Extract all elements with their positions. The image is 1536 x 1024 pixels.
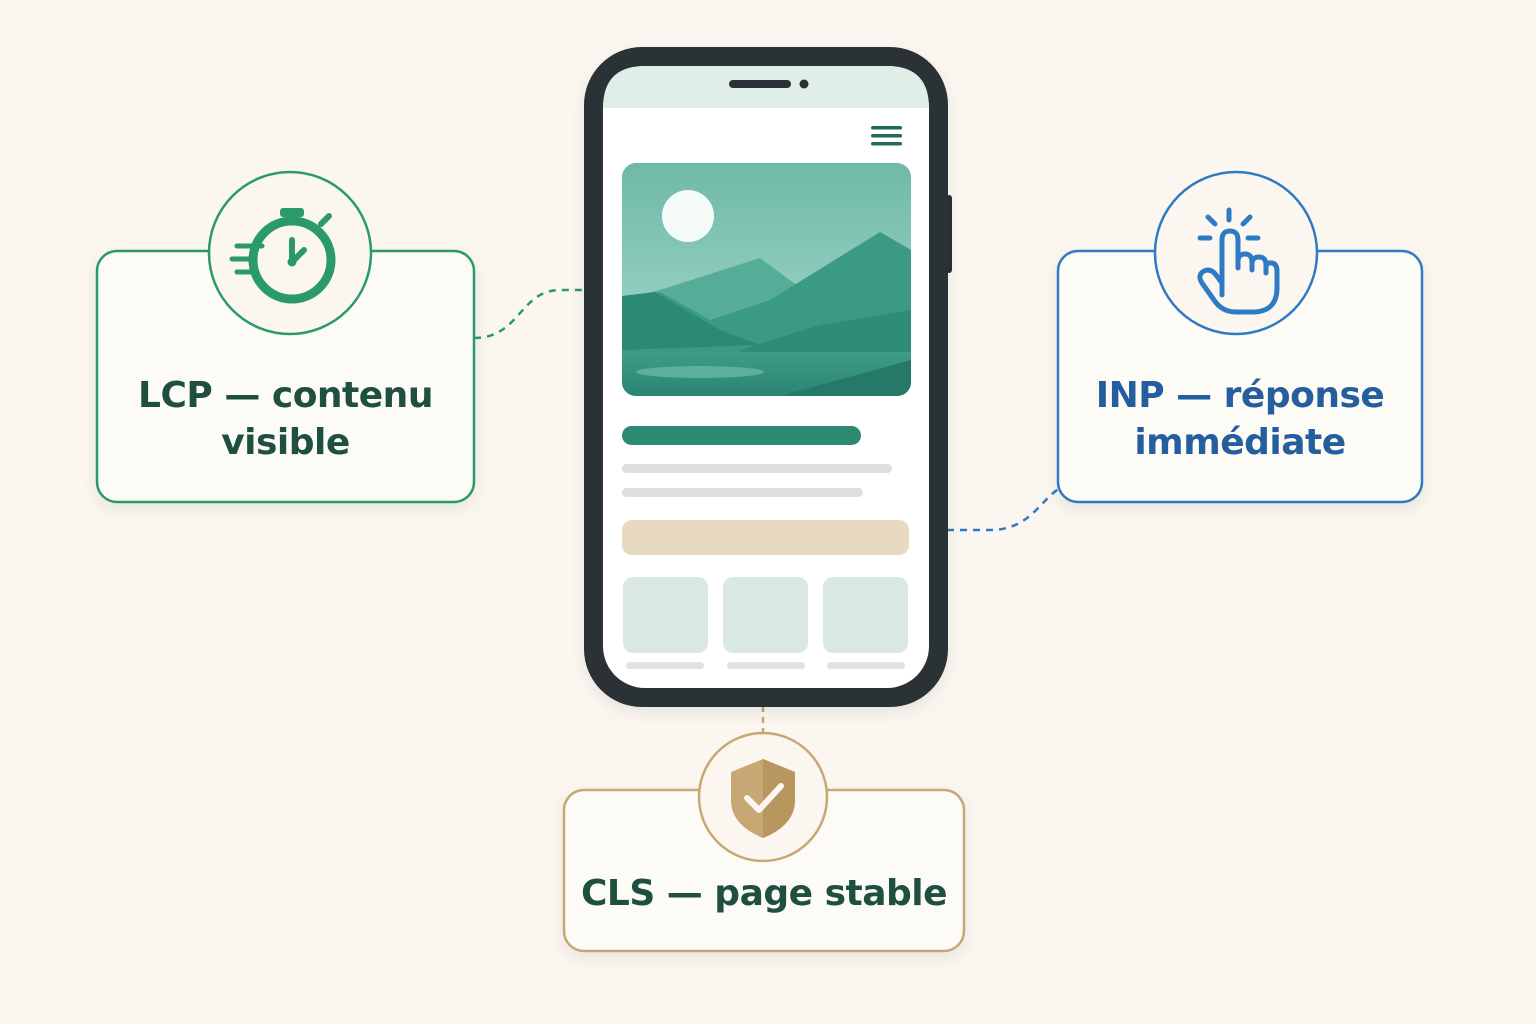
tap-hand-icon [1197, 207, 1280, 315]
phone-speaker [729, 80, 791, 88]
stopwatch-icon [229, 208, 336, 304]
lcp-card [95, 170, 476, 504]
content-banner [622, 520, 909, 555]
shield-check-icon [731, 759, 795, 838]
content-title-bar [622, 426, 861, 445]
smartphone [584, 47, 952, 707]
content-tile [823, 577, 908, 653]
content-text-line [622, 488, 863, 497]
mountain-landscape-image [622, 163, 911, 396]
tile-caption-line [827, 662, 905, 669]
content-text-line [622, 464, 892, 473]
hamburger-menu-icon[interactable] [871, 126, 902, 146]
content-tile [723, 577, 808, 653]
inp-label-line2: immédiate [1134, 422, 1346, 463]
tile-caption-line [626, 662, 704, 669]
cls-label: CLS — page stable [567, 862, 961, 926]
phone-camera [799, 79, 809, 89]
inp-label: INP — réponse immédiate [1061, 366, 1419, 474]
inp-label-line1: INP — réponse [1095, 375, 1385, 417]
cls-card [562, 731, 966, 953]
lcp-label: LCP — contenu visible [100, 366, 471, 474]
lcp-label-line1: LCP — contenu [138, 375, 433, 417]
inp-card [1056, 170, 1424, 504]
tile-caption-line [727, 662, 805, 669]
lcp-label-line2: visible [221, 422, 350, 463]
sun-icon [662, 190, 714, 242]
content-tile [623, 577, 708, 653]
cls-label-text: CLS — page stable [580, 872, 948, 914]
